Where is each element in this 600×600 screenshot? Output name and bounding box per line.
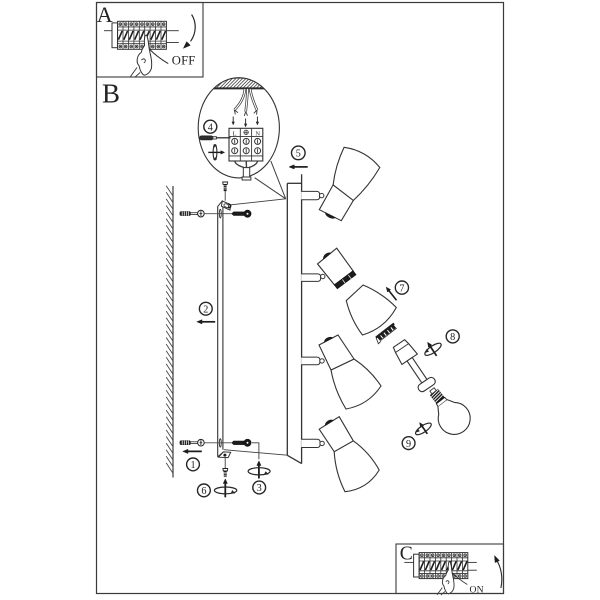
svg-text:7: 7 — [399, 283, 404, 294]
svg-text:OFF: OFF — [172, 54, 196, 68]
svg-text:B: B — [102, 79, 120, 109]
svg-text:A: A — [97, 2, 113, 27]
svg-text:5: 5 — [296, 149, 301, 160]
svg-text:8: 8 — [450, 332, 455, 343]
svg-text:ON: ON — [470, 585, 484, 596]
svg-text:4: 4 — [208, 122, 213, 133]
svg-text:1: 1 — [190, 460, 195, 471]
svg-text:9: 9 — [406, 439, 411, 450]
svg-text:6: 6 — [201, 486, 206, 497]
svg-text:3: 3 — [257, 483, 262, 494]
svg-text:2: 2 — [203, 304, 208, 315]
svg-text:N: N — [255, 130, 260, 137]
svg-text:L: L — [233, 130, 237, 137]
svg-text:C: C — [400, 544, 413, 565]
